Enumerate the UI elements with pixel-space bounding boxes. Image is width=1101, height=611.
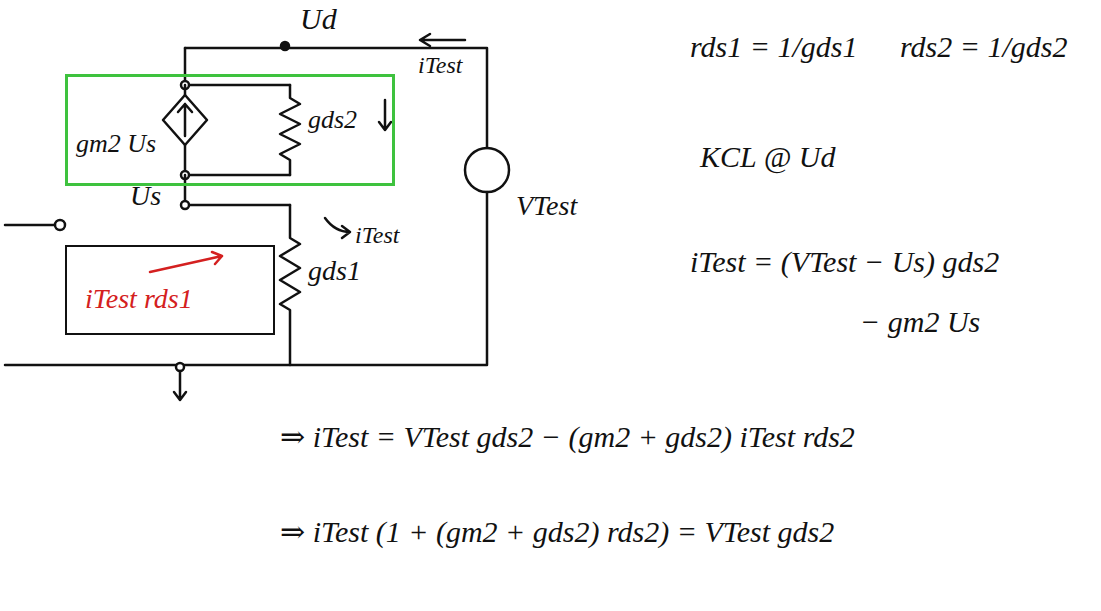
node-label: Ud xyxy=(300,2,337,37)
wire xyxy=(185,48,290,85)
current-arrow xyxy=(420,34,465,46)
wire xyxy=(185,145,290,175)
conductance-label: gds1 xyxy=(308,255,361,287)
current-label: iTest xyxy=(355,222,399,250)
node-dot xyxy=(181,201,189,209)
terminal xyxy=(55,220,65,230)
annotation-arrow xyxy=(150,252,222,272)
equation: ⇒ iTest (1 + (gm2 + gds2) rds2) = VTest … xyxy=(280,515,834,550)
dependent-source-symbol xyxy=(163,95,207,145)
equation: − gm2 Us xyxy=(860,305,980,340)
equation: rds2 = 1/gds2 xyxy=(900,30,1068,65)
equation: ⇒ iTest = VTest gds2 − (gm2 + gds2) iTes… xyxy=(280,420,855,455)
current-arrow xyxy=(379,100,391,130)
test-source-symbol xyxy=(465,148,509,192)
wire xyxy=(5,224,54,227)
equation: iTest = (VTest − Us) gds2 xyxy=(690,245,999,280)
resistor-symbol xyxy=(280,85,300,175)
wire xyxy=(185,48,487,148)
conductance-label: gds2 xyxy=(308,105,357,135)
source-arrow xyxy=(178,104,192,136)
ground-arrow xyxy=(174,371,186,400)
source-label: gm2 Us xyxy=(76,129,156,159)
highlight-box: gm2 Us gds2 xyxy=(65,74,395,186)
source-label: VTest xyxy=(516,190,577,222)
equation: rds1 = 1/gds1 xyxy=(690,30,858,65)
annotation-text: iTest rds1 xyxy=(85,283,193,315)
node-dot xyxy=(281,42,289,50)
current-label: iTest xyxy=(418,52,462,80)
wire xyxy=(185,175,290,205)
current-arrow xyxy=(325,218,350,238)
wire xyxy=(184,85,187,95)
equation: KCL @ Ud xyxy=(700,140,835,175)
wire xyxy=(5,192,487,365)
resistor-symbol xyxy=(280,205,300,365)
annotation-box: iTest rds1 xyxy=(65,245,275,335)
